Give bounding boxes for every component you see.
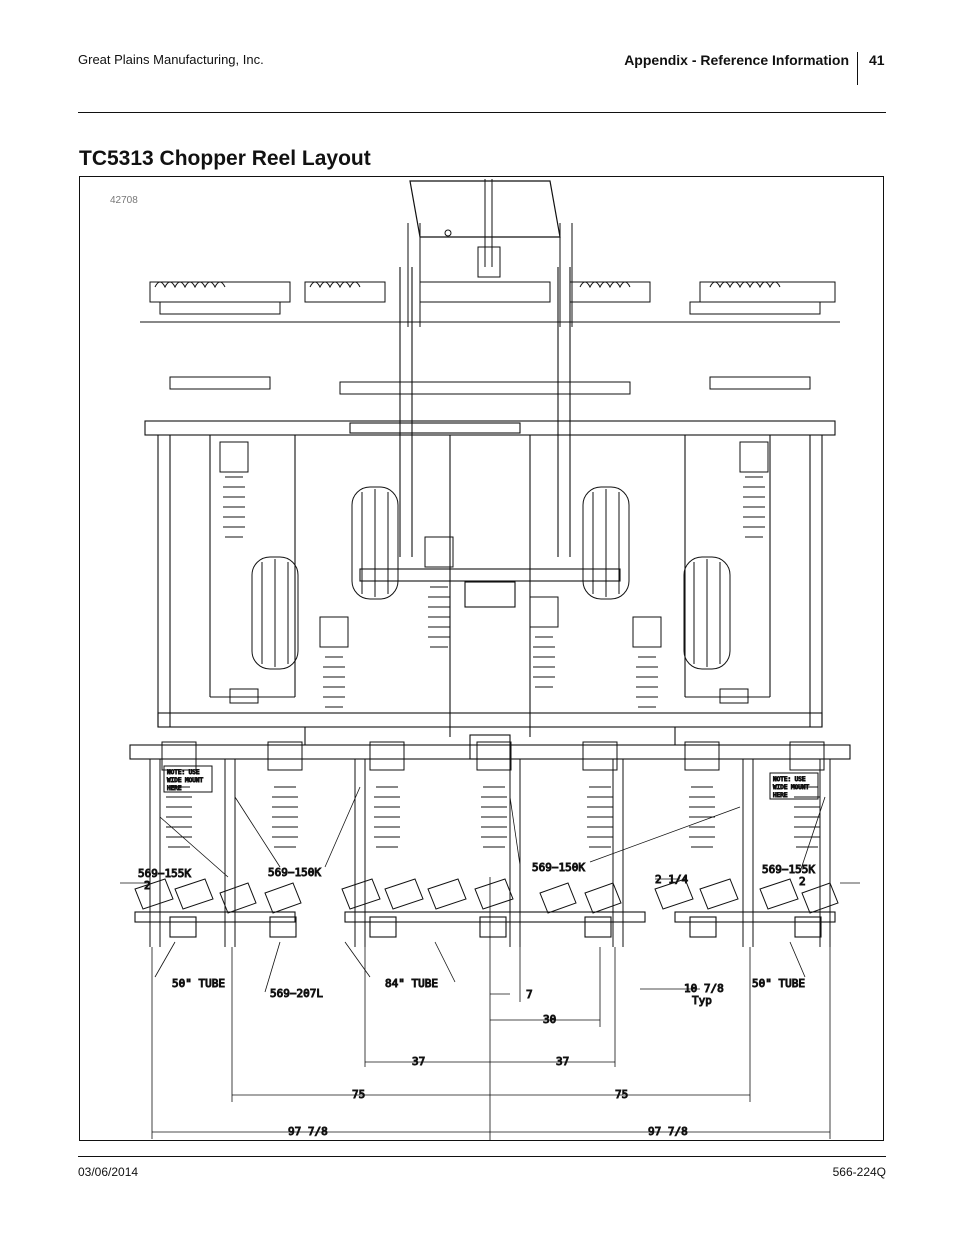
dim-97-7-8-left: 97 7/8 <box>288 1125 328 1138</box>
label-spacing-center: 2 1/4 <box>655 873 688 886</box>
figure-id: 42708 <box>110 195 138 206</box>
upper-springs <box>219 441 769 708</box>
main-frame <box>144 267 836 745</box>
reel-tubes <box>134 911 836 938</box>
dim-typ: Typ <box>692 994 712 1007</box>
footer-rule <box>78 1156 886 1157</box>
label-569-150k-left: 569−150K <box>268 866 321 879</box>
leader-lines <box>120 786 860 993</box>
label-569-150k-center: 569−150K <box>532 861 585 874</box>
chopper-blades <box>134 878 839 914</box>
section-title: Appendix - Reference Information <box>624 52 849 68</box>
label-tube-left: 50" TUBE <box>172 977 225 990</box>
label-569-155k-right: 569−155K <box>762 863 815 876</box>
company-name: Great Plains Manufacturing, Inc. <box>78 52 264 67</box>
dim-10-7-8: 10 7/8 <box>684 982 724 995</box>
label-tube-center: 84" TUBE <box>385 977 438 990</box>
label-569-207l: 569−207L <box>270 987 323 1000</box>
dim-7: 7 <box>526 988 533 1001</box>
lower-shanks <box>149 741 831 947</box>
dim-97-7-8-right: 97 7/8 <box>648 1125 688 1138</box>
label-spacing-left: 2 <box>144 879 151 892</box>
footer-doc-number: 566-224Q <box>832 1165 886 1179</box>
footer-date: 03/06/2014 <box>78 1165 139 1179</box>
header-divider <box>857 52 858 85</box>
header-rule <box>78 112 886 113</box>
layout-drawing: NOTE: USE WIDE MOUNT HERE NOTE: USE WIDE… <box>120 179 860 1140</box>
dim-75-right: 75 <box>615 1088 628 1101</box>
hitch <box>407 179 573 327</box>
dim-37-right: 37 <box>556 1055 569 1068</box>
toolbar-beam <box>129 734 851 760</box>
page-number: 41 <box>869 52 885 68</box>
note-right-line2: WIDE MOUNT <box>773 784 810 791</box>
label-tube-right: 50" TUBE <box>752 977 805 990</box>
note-right-line3: HERE <box>773 792 788 799</box>
note-left-line1: NOTE: USE <box>167 769 200 776</box>
dimension-lines <box>151 877 831 1140</box>
label-spacing-right: 2 <box>799 875 806 888</box>
dim-75-left: 75 <box>352 1088 365 1101</box>
tires <box>251 486 731 670</box>
dim-30: 30 <box>543 1013 556 1026</box>
page-title: TC5313 Chopper Reel Layout <box>79 147 371 170</box>
chopper-reel-diagram: 42708 <box>79 176 884 1141</box>
note-right-line1: NOTE: USE <box>773 776 806 783</box>
dim-37-left: 37 <box>412 1055 425 1068</box>
label-569-155k-left: 569−155K <box>138 867 191 880</box>
note-boxes <box>163 765 819 800</box>
note-left-line3: HERE <box>167 785 182 792</box>
top-reel-assemblies <box>140 281 840 395</box>
note-left-line2: WIDE MOUNT <box>167 777 204 784</box>
